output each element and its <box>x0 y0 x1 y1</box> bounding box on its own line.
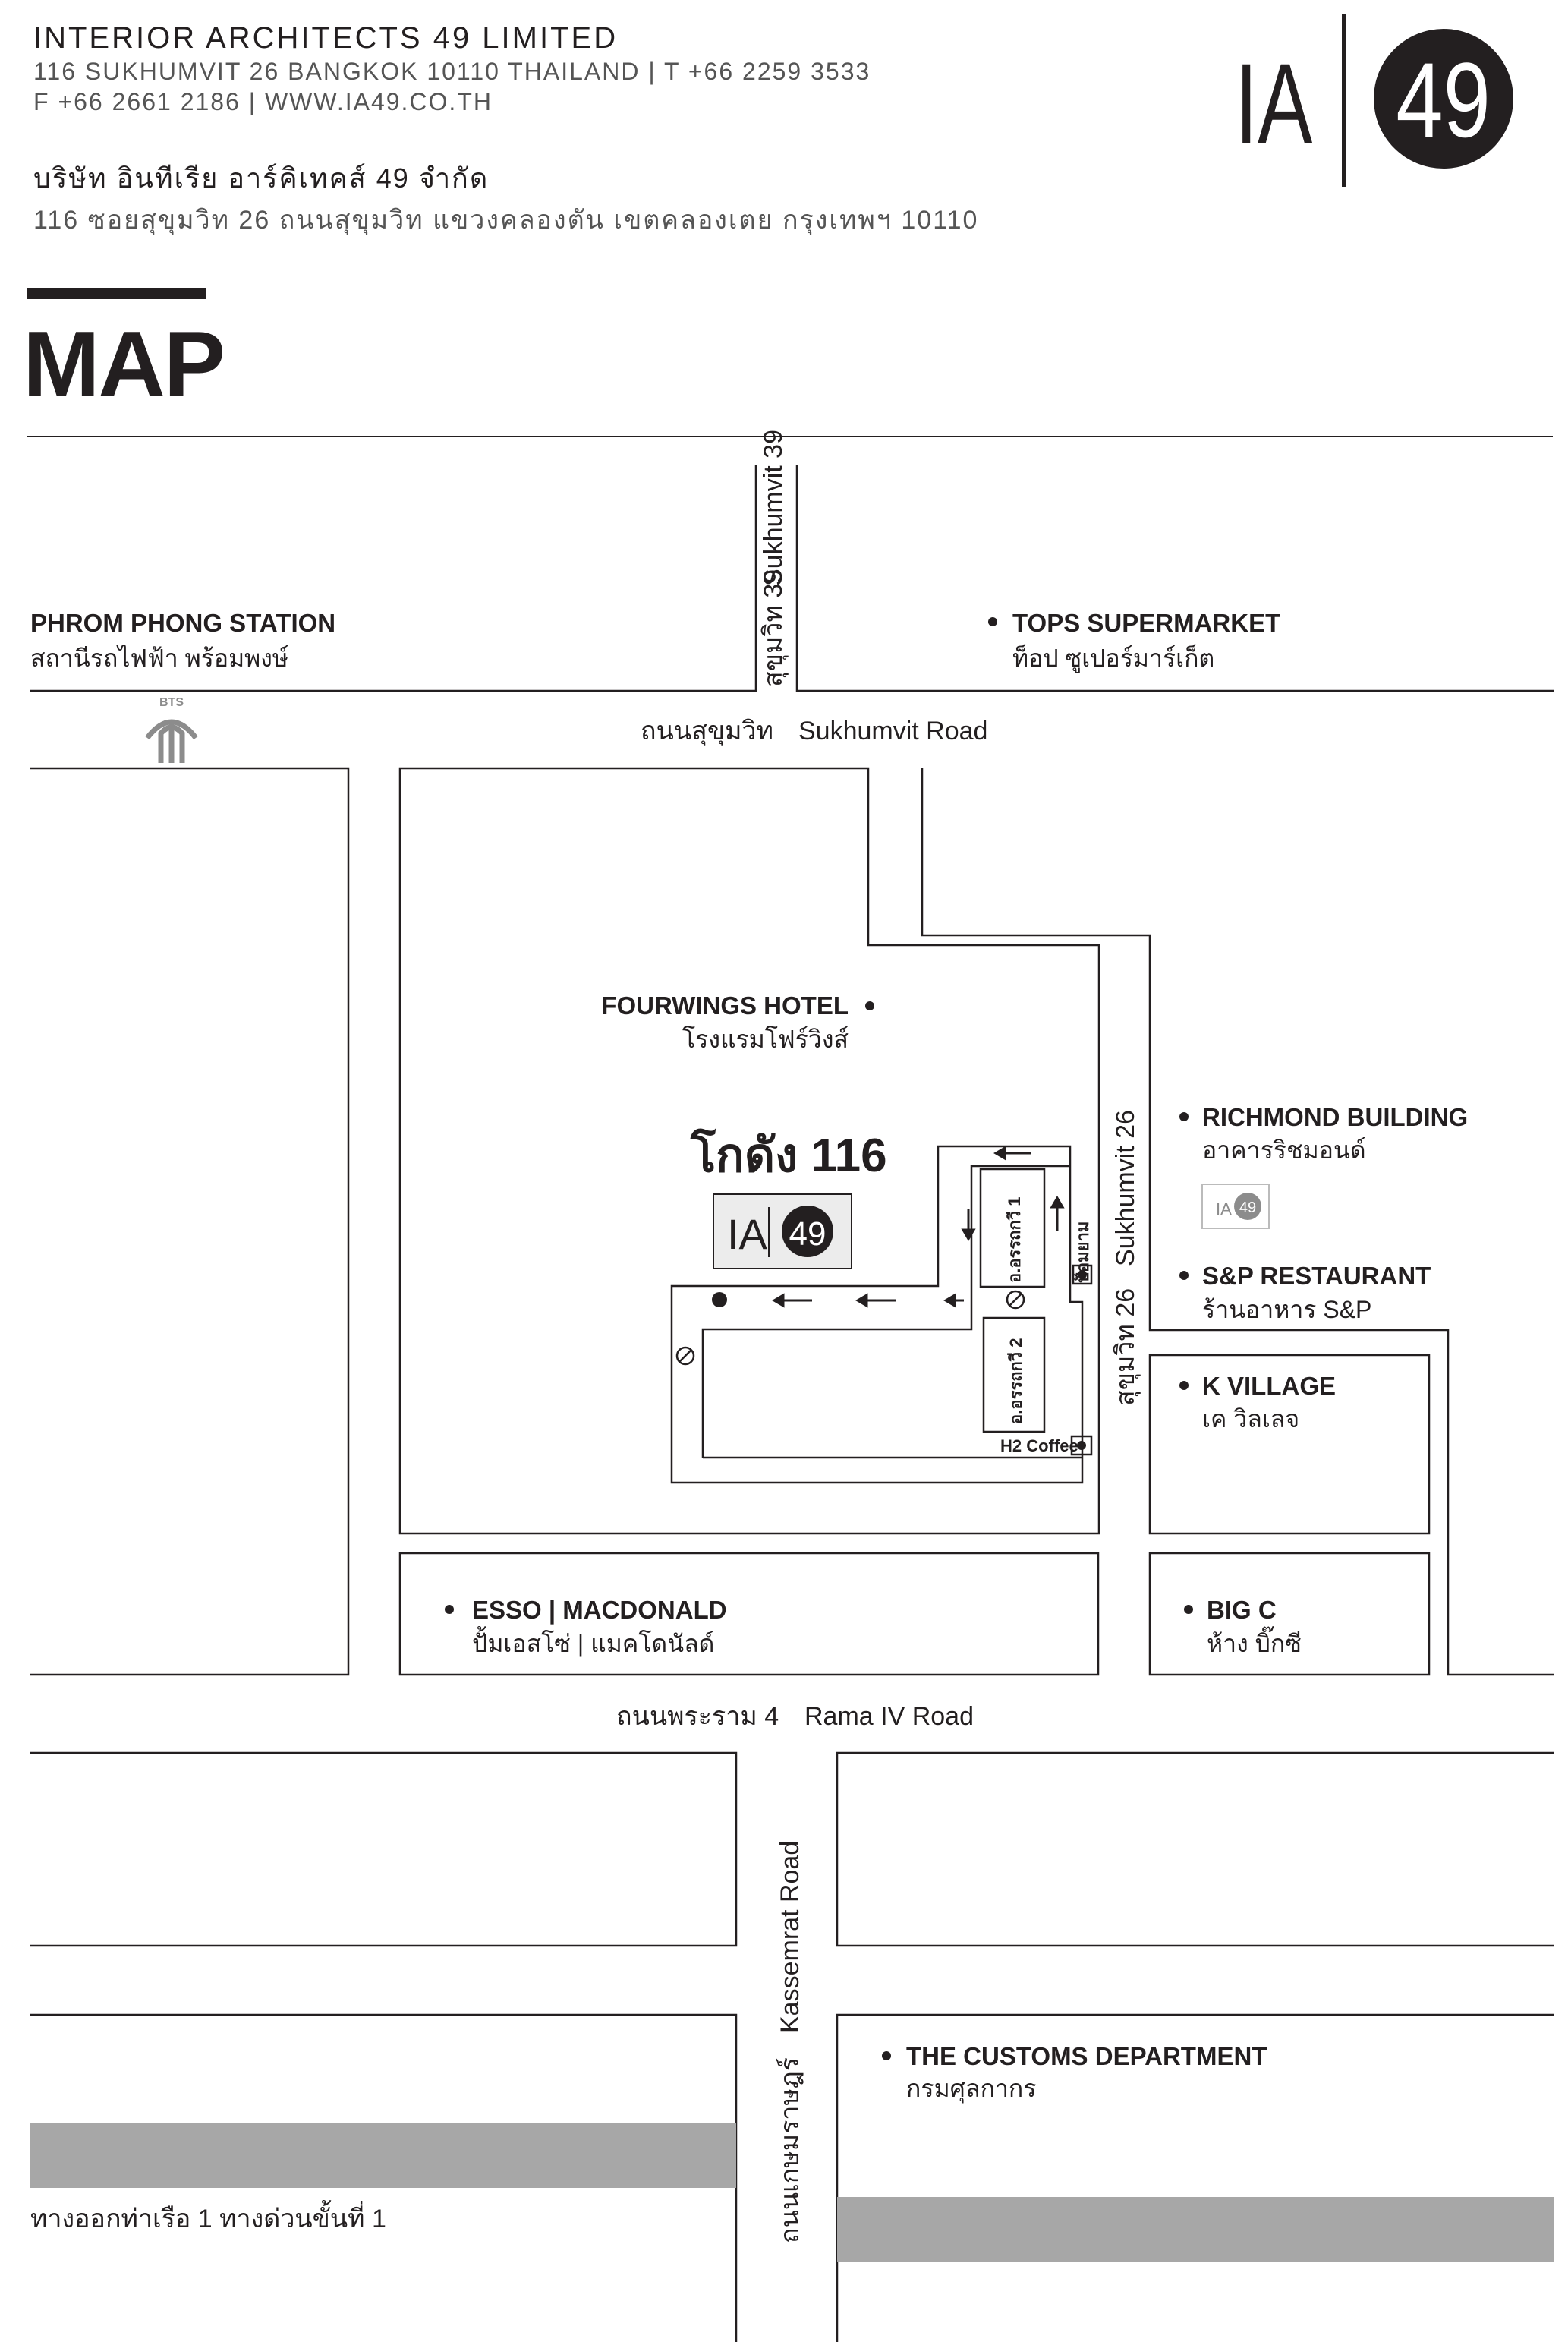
logo-ia-text: IA <box>1235 40 1312 168</box>
block-center <box>398 767 1100 1535</box>
tops-label-th: ท็อป ซูเปอร์มาร์เก็ต <box>1012 644 1214 673</box>
no-entry-icon <box>675 1290 1025 1366</box>
esso-label: ESSO | MACDONALD <box>472 1596 727 1624</box>
company-name-thai: บริษัท อินทีเรีย อาร์คิเทคส์ 49 จำกัด <box>33 162 490 194</box>
block-lower-left <box>30 1751 738 1947</box>
sukhumvit-road-en: Sukhumvit Road <box>798 717 987 745</box>
phrom-phong-label: PHROM PHONG STATION <box>30 609 335 637</box>
building-2-label: อ.อรรถกวี 2 <box>1006 1338 1025 1424</box>
company-contact: F +66 2661 2186 | WWW.IA49.CO.TH <box>33 88 493 115</box>
esso-label-th: ปั้มเอสโซ่ | แมคโดนัลด์ <box>472 1626 714 1657</box>
soi39-th: สุขุมวิท 39 <box>759 569 789 687</box>
company-name: INTERIOR ARCHITECTS 49 LIMITED <box>33 21 619 55</box>
expressway-label: ทางออกท่าเรือ 1 ทางด่วนขั้นที่ 1 <box>30 2200 386 2233</box>
block-left <box>30 767 350 1676</box>
kassemrat-road-en: Kassemrat Road <box>776 1841 804 2033</box>
fourwings-label: FOURWINGS HOTEL <box>601 991 849 1020</box>
block-right-outline <box>921 768 1554 1676</box>
bigc-label: BIG C <box>1207 1596 1277 1624</box>
marker-ia-text: IA <box>727 1210 768 1258</box>
road-lines <box>30 465 1554 2342</box>
sp-label: S&P RESTAURANT <box>1202 1262 1431 1290</box>
block-bigc <box>1148 1552 1431 1676</box>
logo-divider <box>1342 14 1346 187</box>
sp-label-th: ร้านอาหาร S&P <box>1202 1296 1371 1323</box>
bigc-marker <box>1184 1605 1193 1614</box>
tops-label: TOPS SUPERMARKET <box>1012 609 1280 637</box>
kvillage-label-th: เค วิลเลจ <box>1202 1405 1299 1433</box>
customs-marker <box>882 2051 891 2060</box>
expressway-band-left <box>30 2123 736 2188</box>
customs-label-th: กรมศุลกากร <box>906 2075 1036 2104</box>
soi26-en: Sukhumvit 26 <box>1111 1110 1140 1266</box>
kvillage-label: K VILLAGE <box>1202 1372 1336 1400</box>
soi-loop-outer <box>670 1145 1084 1484</box>
logo-circle <box>1374 29 1513 169</box>
rama4-road-en: Rama IV Road <box>804 1702 974 1731</box>
entrance-dot <box>712 1292 727 1307</box>
sp-marker <box>1179 1271 1189 1280</box>
fourwings-label-th: โรงแรมโฟร์วิงส์ <box>682 1026 849 1053</box>
bts-icon: BTS <box>145 696 198 763</box>
svg-text:49: 49 <box>1239 1199 1256 1216</box>
soi26-th: สุขุมวิท 26 <box>1111 1288 1141 1406</box>
marker-49-text: 49 <box>789 1215 827 1253</box>
block-upper-left <box>30 465 757 692</box>
godown-label: โกดัง 116 <box>690 1127 887 1182</box>
richmond-label: RICHMOND BUILDING <box>1202 1103 1468 1131</box>
customs-label: THE CUSTOMS DEPARTMENT <box>906 2042 1267 2070</box>
soi-loop-inner <box>701 1165 1082 1459</box>
ia49-small-logo: IA 49 <box>1201 1184 1270 1229</box>
building-1-outline <box>979 1168 1046 1288</box>
tops-marker <box>988 617 997 626</box>
block-upper-right <box>795 465 1554 692</box>
h2coffee-label: H2 Coffee <box>1000 1436 1078 1455</box>
title-rule <box>27 436 1553 437</box>
logo-49-text: 49 <box>1396 40 1491 159</box>
sukhumvit-road-th: ถนนสุขุมวิท <box>641 717 773 746</box>
direction-arrows <box>772 1146 1065 1308</box>
bts-text: BTS <box>159 696 184 709</box>
block-lower-right <box>836 1751 1554 1947</box>
ia49-logo: IA 49 <box>1235 14 1513 187</box>
expressway-band-right <box>837 2197 1554 2262</box>
company-address-thai: 116 ซอยสุขุมวิท 26 ถนนสุขุมวิท แขวงคลองต… <box>33 206 979 235</box>
block-esso <box>398 1552 1100 1676</box>
phrom-phong-label-th: สถานีรถไฟฟ้า พร้อมพงษ์ <box>30 645 288 672</box>
rama4-road-th: ถนนพระราม 4 <box>616 1702 779 1731</box>
soi39-en: Sukhumvit 39 <box>759 430 788 586</box>
fourwings-marker <box>865 1001 874 1010</box>
esso-marker <box>445 1605 454 1614</box>
building-1-label: อ.อรรถกวี 1 <box>1005 1196 1024 1283</box>
richmond-label-th: อาคารริชมอนด์ <box>1202 1136 1366 1164</box>
block-kvillage <box>1148 1354 1431 1535</box>
title-bar <box>27 288 206 299</box>
building-2-outline <box>982 1316 1046 1433</box>
block-bottom-left <box>30 2013 738 2342</box>
richmond-marker <box>1179 1112 1189 1121</box>
page-title: MAP <box>23 312 225 415</box>
company-address: 116 SUKHUMVIT 26 BANGKOK 10110 THAILAND … <box>33 58 871 85</box>
kassemrat-road-th: ถนนเกษมราษฎร์ <box>776 2057 804 2243</box>
kvillage-marker <box>1179 1381 1189 1390</box>
bigc-label-th: ห้าง บิ๊กซี <box>1207 1626 1302 1657</box>
svg-text:IA: IA <box>1216 1199 1232 1218</box>
ia49-marker: IA 49 <box>713 1193 852 1269</box>
